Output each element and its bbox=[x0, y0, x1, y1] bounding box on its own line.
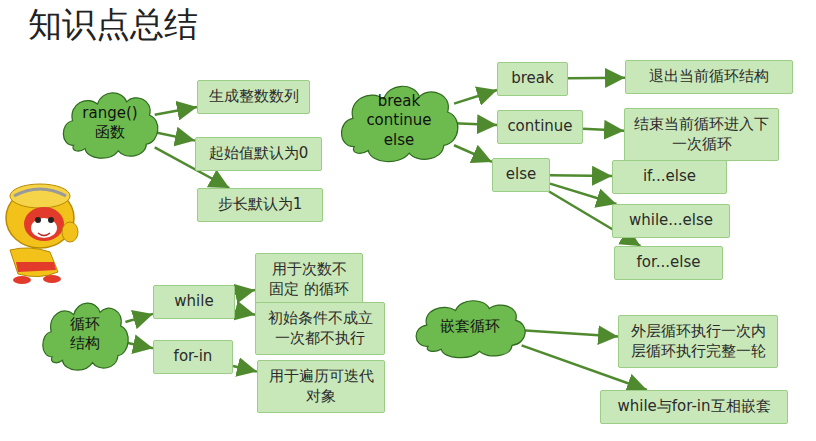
monkey-belt bbox=[16, 262, 56, 272]
concept-box: 初始条件不成立 一次都不执行 bbox=[255, 302, 385, 355]
arrow-connector bbox=[233, 366, 257, 372]
arrow-connector bbox=[235, 310, 255, 314]
monkey-cap bbox=[10, 184, 70, 208]
concept-box: while...else bbox=[612, 204, 730, 238]
concept-box: break bbox=[497, 62, 568, 96]
arrow-connector bbox=[568, 76, 625, 79]
concept-text: while...else bbox=[629, 211, 713, 231]
concept-box: 生成整数数列 bbox=[197, 80, 310, 114]
monkey-fist bbox=[62, 222, 78, 242]
topic-cloud: range() 函数 bbox=[58, 84, 162, 162]
concept-box: for-in bbox=[153, 340, 233, 374]
concept-text: 步长默认为1 bbox=[218, 195, 303, 215]
concept-box: continue bbox=[497, 110, 583, 144]
arrow-connector bbox=[454, 145, 492, 162]
concept-box: for...else bbox=[614, 246, 723, 280]
concept-text: 结束当前循环进入下 一次循环 bbox=[631, 115, 772, 154]
arrow-connector bbox=[522, 330, 618, 336]
arrow-connector bbox=[550, 174, 612, 177]
concept-box: 起始值默认为0 bbox=[195, 137, 322, 171]
monkey-mask bbox=[31, 218, 57, 238]
concept-text: 退出当前循环结构 bbox=[649, 67, 769, 87]
arrow-connector bbox=[125, 343, 153, 349]
concept-text: 用于次数不 固定 的循环 bbox=[262, 260, 356, 299]
concept-box: 外层循环执行一次内 层循环执行完整一轮 bbox=[618, 315, 778, 368]
arrow-connector bbox=[454, 90, 497, 104]
monkey-shoe bbox=[43, 275, 61, 283]
concept-box: while与for-in互相嵌套 bbox=[600, 390, 788, 424]
concept-box: while bbox=[153, 285, 235, 319]
arrow-connector bbox=[583, 129, 624, 131]
concept-box: if...else bbox=[612, 160, 727, 194]
concept-text: 起始值默认为0 bbox=[209, 144, 309, 164]
concept-box: 用于次数不 固定 的循环 bbox=[255, 253, 363, 306]
concept-text: continue bbox=[507, 117, 572, 137]
topic-label: break continue else bbox=[360, 92, 438, 151]
arrow-connector bbox=[155, 107, 197, 115]
monkey-headband bbox=[14, 189, 66, 196]
topic-label: range() 函数 bbox=[79, 104, 141, 143]
concept-text: break bbox=[511, 69, 553, 89]
concept-box: else bbox=[492, 158, 550, 192]
concept-text: 生成整数数列 bbox=[209, 87, 299, 107]
concept-text: while bbox=[174, 292, 213, 312]
concept-text: for-in bbox=[174, 347, 213, 367]
arrow-connector bbox=[550, 184, 616, 204]
topic-cloud: break continue else bbox=[335, 76, 463, 166]
monkey-shoe bbox=[13, 276, 31, 284]
topic-label: 循环 结构 bbox=[65, 315, 105, 354]
page-title: 知识点总结 bbox=[28, 2, 198, 48]
concept-text: 外层循环执行一次内 层循环执行完整一轮 bbox=[625, 322, 771, 361]
topic-cloud: 嵌套循环 bbox=[410, 293, 530, 361]
concept-text: for...else bbox=[637, 253, 701, 273]
topic-label: 嵌套循环 bbox=[440, 317, 500, 337]
monkey-face bbox=[24, 207, 64, 241]
monkey-illustration bbox=[6, 184, 78, 284]
monkey-eye bbox=[48, 217, 54, 223]
arrow-connector bbox=[125, 314, 153, 322]
concept-box: 结束当前循环进入下 一次循环 bbox=[624, 108, 779, 161]
concept-box: 步长默认为1 bbox=[197, 188, 323, 222]
monkey-body bbox=[10, 248, 58, 277]
arrow-connector bbox=[235, 290, 255, 294]
concept-text: 初始条件不成立 一次都不执行 bbox=[262, 309, 378, 348]
topic-cloud: 循环 结构 bbox=[38, 294, 132, 374]
concept-box: 用于遍历可迭代 对象 bbox=[257, 360, 385, 413]
arrow-connector bbox=[454, 123, 497, 125]
monkey-mouth bbox=[38, 233, 50, 236]
concept-text: if...else bbox=[643, 167, 696, 187]
concept-text: while与for-in互相嵌套 bbox=[617, 397, 770, 417]
arrow-connector bbox=[155, 132, 195, 140]
monkey-eye bbox=[35, 217, 41, 223]
concept-text: else bbox=[506, 165, 536, 185]
concept-box: 退出当前循环结构 bbox=[625, 60, 793, 94]
concept-text: 用于遍历可迭代 对象 bbox=[264, 367, 378, 406]
